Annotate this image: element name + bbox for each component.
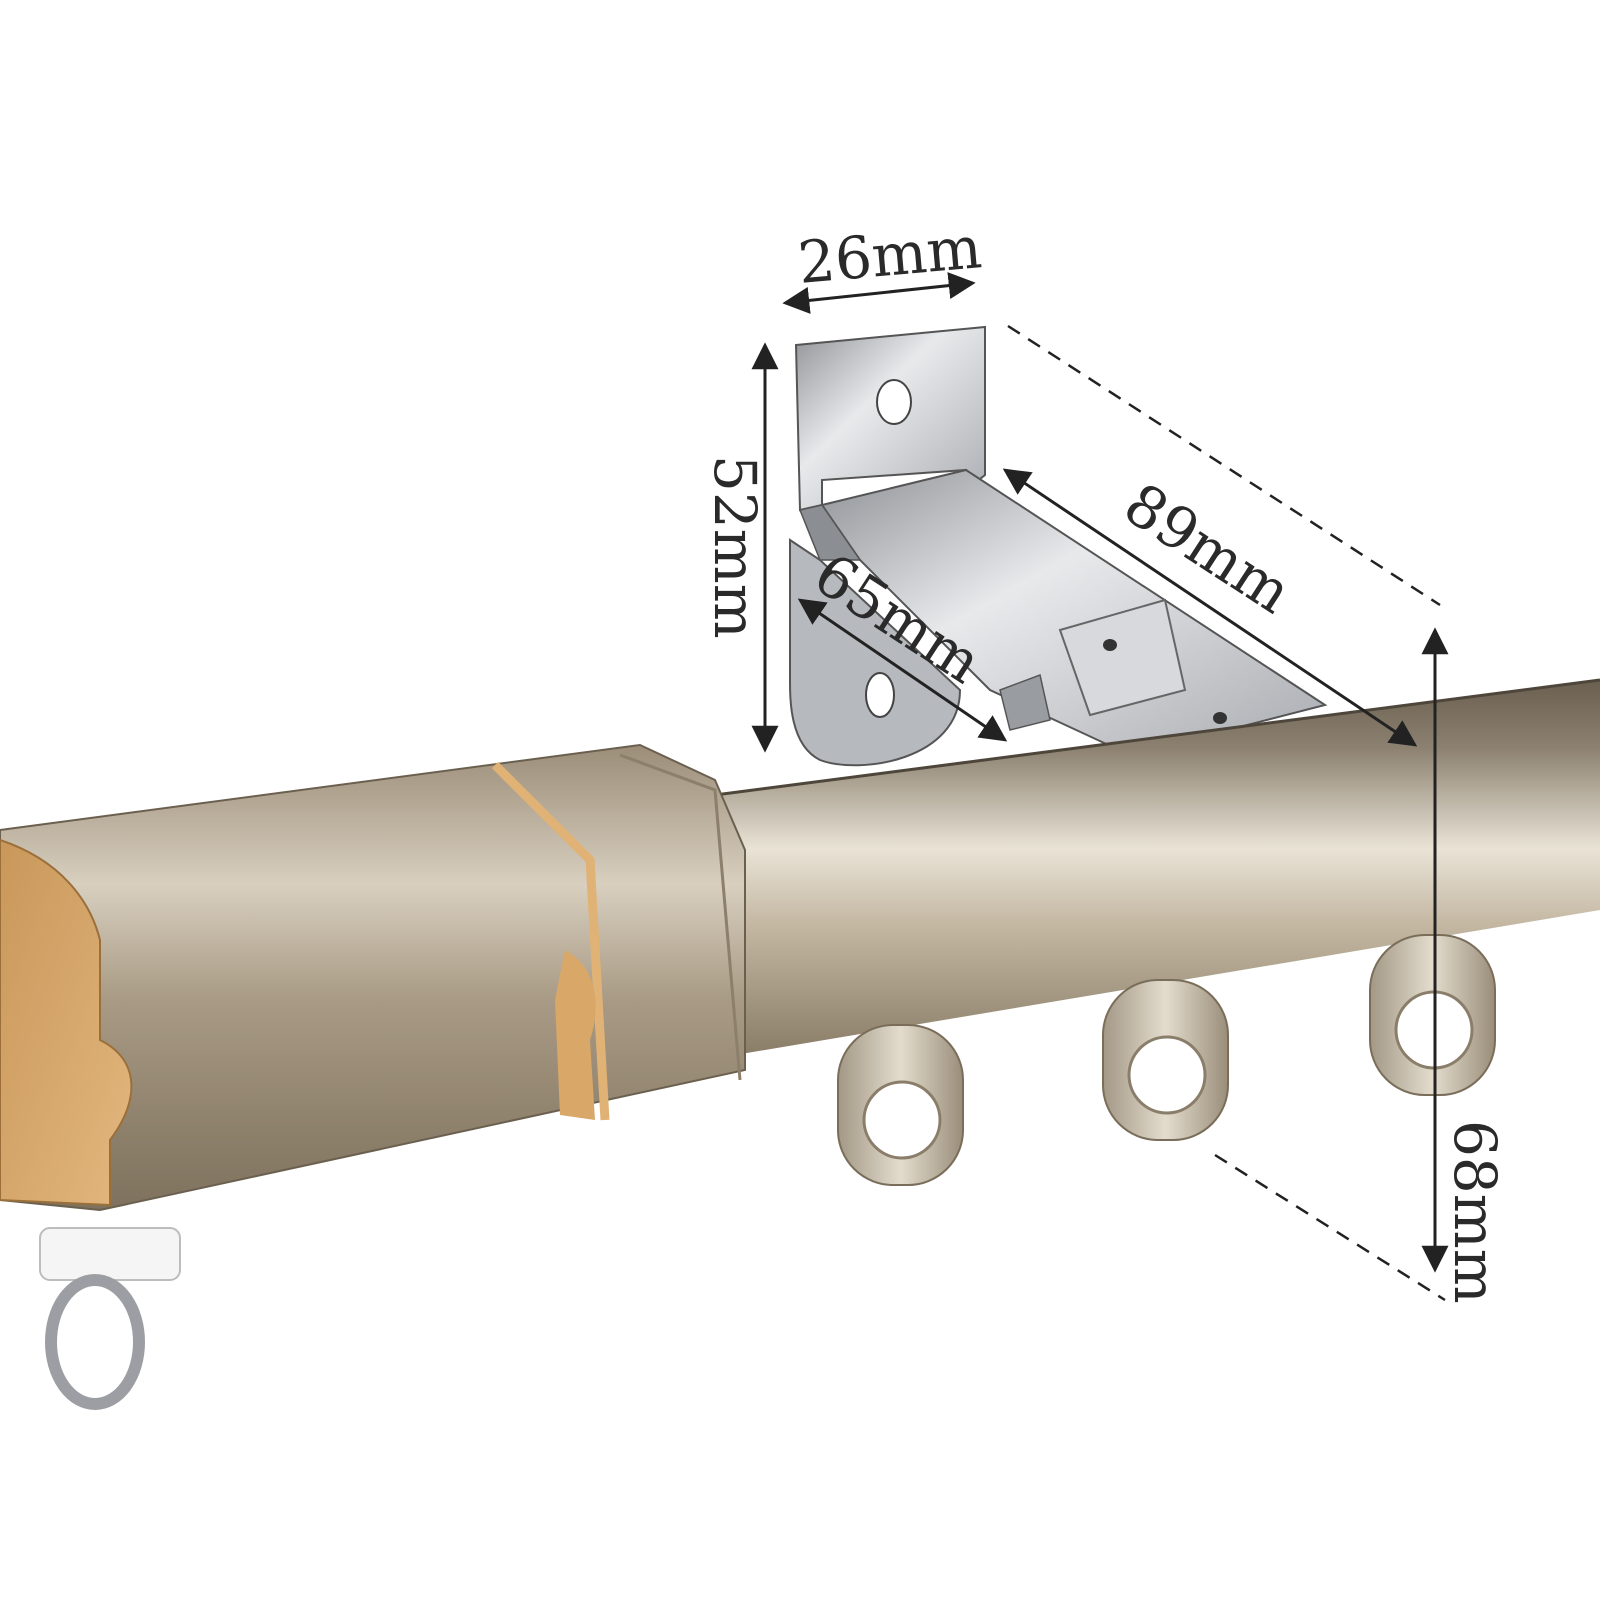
dim-guide-dashed: [1007, 324, 1441, 607]
dim-line-depth: [1002, 468, 1418, 747]
label-track-height: 68mm: [1441, 1120, 1509, 1304]
label-bracket-height: 52mm: [701, 455, 769, 639]
bracket-screw-hole-icon: [876, 379, 912, 425]
dim-guide-dashed: [1214, 1153, 1446, 1302]
label-bracket-width: 26mm: [795, 213, 984, 297]
end-cap-icon: [0, 743, 746, 1410]
dimension-lines: [751, 272, 1449, 1302]
rail-hook-icon: [1369, 934, 1496, 1096]
rail-hook-icon: [1102, 979, 1229, 1141]
glider-ring-icon: [45, 1274, 145, 1410]
rail-hooks: [837, 934, 1496, 1186]
glider-runner: [39, 1227, 181, 1281]
rail-hook-icon: [837, 1024, 964, 1186]
bracket-screw-hole-icon: [865, 672, 895, 718]
dim-line-width: [782, 272, 976, 314]
dim-line-arm: [797, 598, 1008, 742]
